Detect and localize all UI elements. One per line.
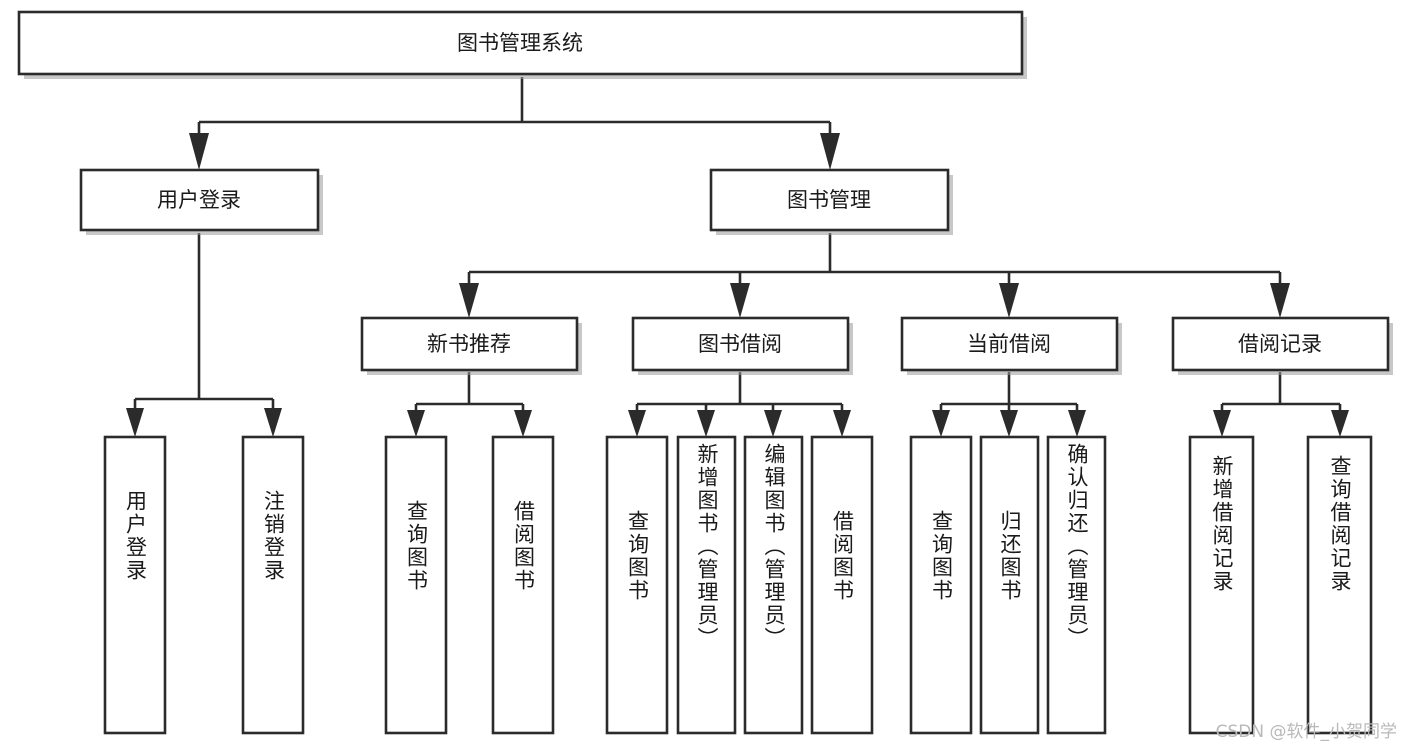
node-root-label: 图书管理系统 (457, 31, 583, 55)
leaf-box-borrow-book-1[interactable] (491, 435, 555, 735)
node-user-login[interactable]: 用户登录 (79, 168, 323, 235)
arrow-head-leaf-add-record (1213, 410, 1231, 437)
node-current-borrow[interactable]: 当前借阅 (900, 316, 1122, 375)
arrow-head-leaf-user-login (126, 408, 144, 437)
node-nbr-rect[interactable] (360, 316, 579, 372)
node-br-rect[interactable] (1171, 316, 1390, 372)
node-br-label: 借阅记录 (1238, 332, 1322, 356)
node-user-login-rect[interactable] (79, 168, 320, 232)
node-new-book-recommend[interactable]: 新书推荐 (360, 316, 582, 375)
arrow-head-leaf-borrow-book-2 (833, 410, 851, 437)
arrow-head-leaf-logout (264, 408, 282, 437)
leaf-box-add-record[interactable] (1188, 435, 1255, 735)
arrow-head-leaf-return-book (1000, 410, 1018, 437)
arrow-head-leaf-query-book-3 (932, 410, 950, 437)
node-book-manage[interactable]: 图书管理 (709, 168, 953, 235)
connector-group-root (189, 77, 840, 170)
leaf-boxes (103, 435, 1373, 735)
arrow-head-borrow-record (1270, 283, 1290, 318)
leaf-box-add-book[interactable] (676, 435, 737, 735)
node-root-rect[interactable] (17, 10, 1024, 76)
leaf-box-confirm-return[interactable] (1046, 435, 1107, 735)
connector-group-borrow-record (1213, 372, 1349, 437)
node-bb-rect[interactable] (631, 316, 850, 372)
leaf-box-borrow-book-2[interactable] (810, 435, 874, 735)
leaf-box-edit-book[interactable] (743, 435, 804, 735)
arrow-head-book-borrow (730, 283, 750, 318)
csdn-watermark: CSDN @软件_小贺同学 (1215, 722, 1397, 742)
node-book-manage-label: 图书管理 (787, 188, 871, 212)
leaf-box-logout[interactable] (241, 435, 305, 735)
connector-group-new-book-recommend (407, 372, 532, 437)
arrow-head-leaf-query-record (1331, 410, 1349, 437)
arrow-head-leaf-add-book (697, 410, 715, 437)
node-book-borrow[interactable]: 图书借阅 (631, 316, 853, 375)
connector-group-book-manage (459, 233, 1290, 318)
node-book-manage-rect[interactable] (709, 168, 950, 232)
node-nbr-label: 新书推荐 (427, 332, 511, 356)
leaf-box-return-book[interactable] (979, 435, 1040, 735)
leaf-box-user-login[interactable] (103, 435, 167, 735)
node-borrow-record[interactable]: 借阅记录 (1171, 316, 1393, 375)
leaf-box-query-book-3[interactable] (909, 435, 973, 735)
arrow-head-user-login (189, 133, 209, 170)
arrow-head-leaf-query-book-1 (407, 410, 425, 437)
connector-group-current-borrow (932, 372, 1086, 437)
arrow-head-new-book-recommend (459, 283, 479, 318)
arrow-head-leaf-confirm-return (1068, 410, 1086, 437)
arrow-head-current-borrow (999, 283, 1019, 318)
arrow-head-leaf-query-book-2 (628, 410, 646, 437)
node-bb-label: 图书借阅 (698, 332, 782, 356)
node-user-login-label: 用户登录 (157, 188, 241, 212)
arrow-head-leaf-edit-book (764, 410, 782, 437)
arrow-head-leaf-borrow-book-1 (514, 410, 532, 437)
connector-group-book-borrow (628, 372, 851, 437)
node-cb-label: 当前借阅 (967, 332, 1051, 356)
leaf-box-query-book-1[interactable] (384, 435, 448, 735)
arrow-head-book-manage (820, 133, 840, 170)
node-cb-rect[interactable] (900, 316, 1119, 372)
leaf-box-query-record[interactable] (1306, 435, 1373, 735)
leaf-box-query-book-2[interactable] (605, 435, 669, 735)
connector-group-user-login (126, 233, 282, 437)
node-root[interactable]: 图书管理系统 (17, 10, 1027, 79)
